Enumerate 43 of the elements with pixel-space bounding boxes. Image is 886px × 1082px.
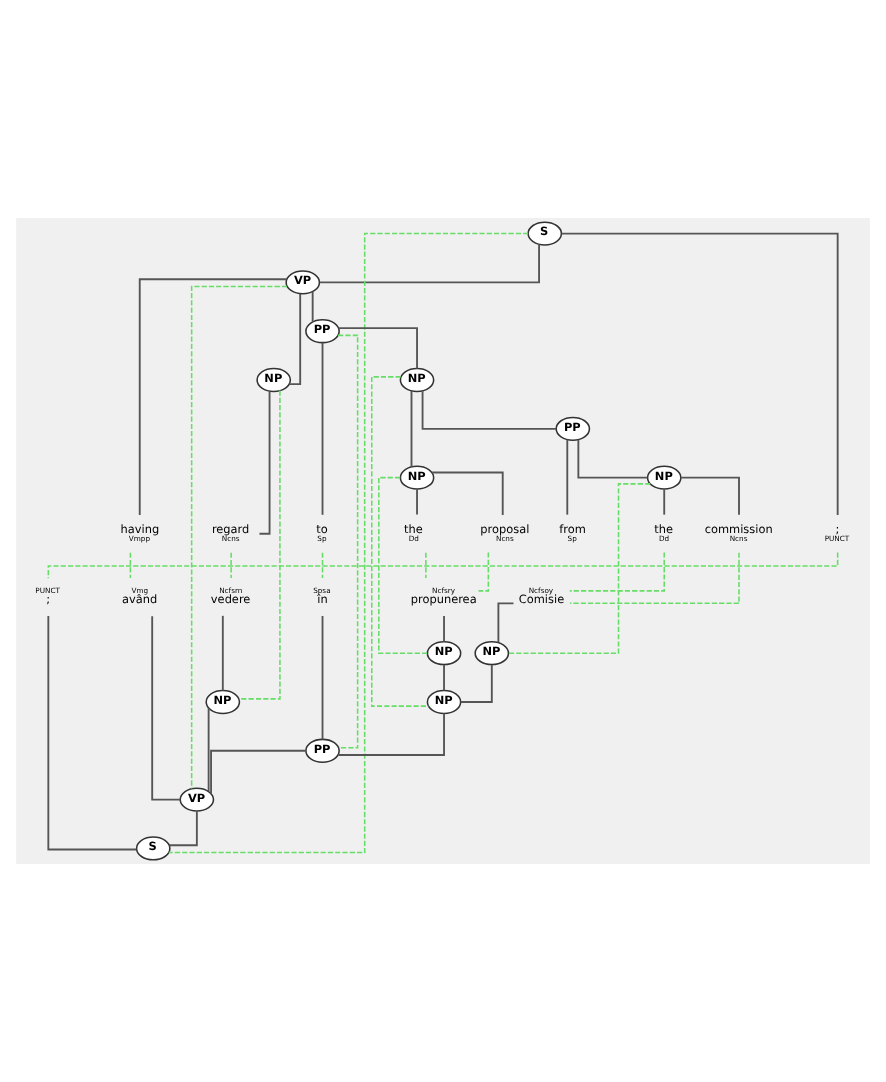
connector xyxy=(47,551,839,579)
connector xyxy=(258,390,271,535)
connector xyxy=(151,615,182,801)
connector xyxy=(663,488,666,516)
connector xyxy=(410,389,413,468)
connector xyxy=(416,488,418,516)
connector xyxy=(321,551,324,579)
connector xyxy=(425,551,427,579)
connector xyxy=(421,389,558,430)
connector xyxy=(431,471,504,516)
connector xyxy=(138,278,288,516)
connector xyxy=(577,438,649,479)
connector xyxy=(569,551,665,592)
connector xyxy=(497,602,515,644)
connector xyxy=(168,810,198,847)
connector xyxy=(210,749,307,795)
connector xyxy=(566,438,569,516)
connector xyxy=(238,389,281,700)
connector xyxy=(168,232,529,854)
connector xyxy=(337,334,359,749)
connector xyxy=(560,232,839,516)
connector xyxy=(230,551,232,579)
connector xyxy=(337,712,445,756)
connector xyxy=(569,551,740,605)
connector xyxy=(288,293,302,386)
connector xyxy=(321,615,324,741)
connector xyxy=(459,664,493,703)
connector xyxy=(311,290,314,323)
connector xyxy=(337,327,418,370)
connector xyxy=(370,376,430,707)
connector xyxy=(378,476,428,654)
connector xyxy=(477,551,490,592)
connector xyxy=(129,551,132,579)
connector xyxy=(443,615,445,643)
connector xyxy=(318,243,540,284)
connector xyxy=(190,285,288,790)
connector xyxy=(321,341,324,516)
connector xyxy=(47,615,138,851)
connector xyxy=(207,707,210,793)
connector xyxy=(507,483,652,654)
connector xyxy=(680,476,740,516)
connector xyxy=(443,664,445,692)
connector xyxy=(221,614,224,692)
